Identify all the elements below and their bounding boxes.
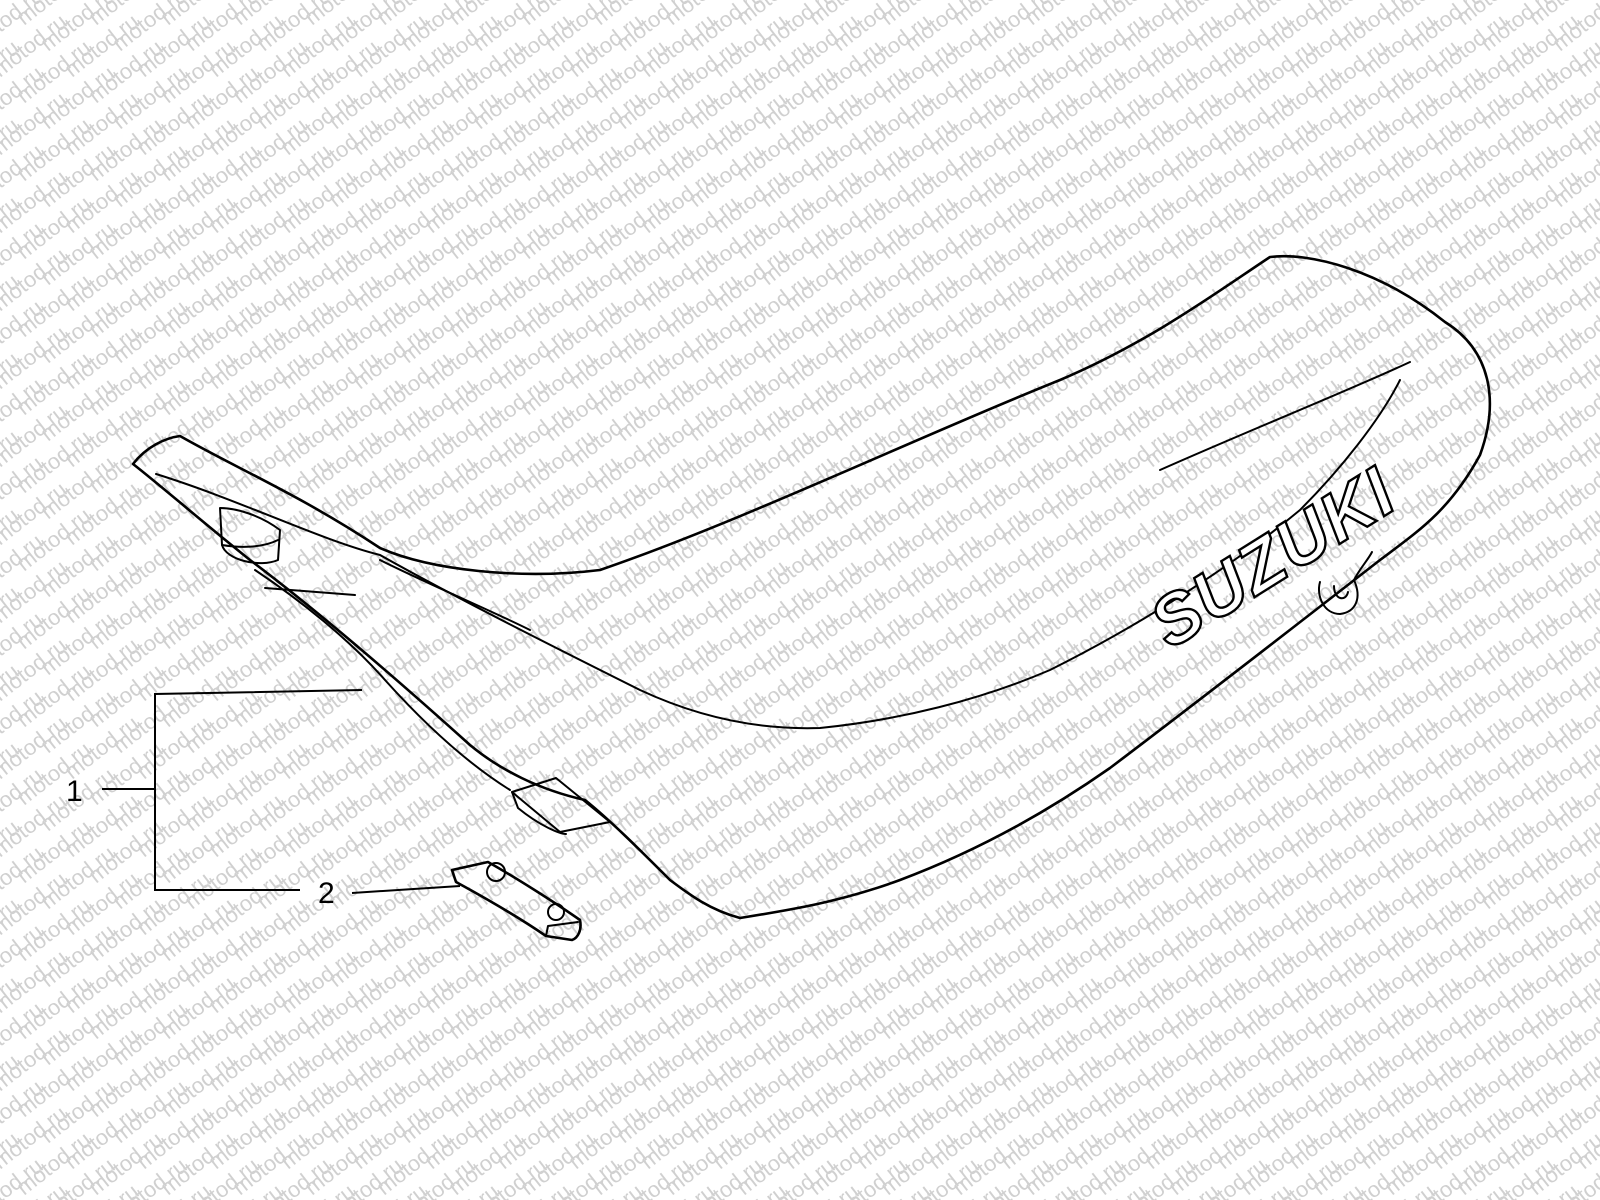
watermark-text: motod.ru: [1572, 0, 1600, 4]
callout-1-label: 1: [66, 775, 83, 808]
callout-2-label: 2: [318, 877, 335, 910]
